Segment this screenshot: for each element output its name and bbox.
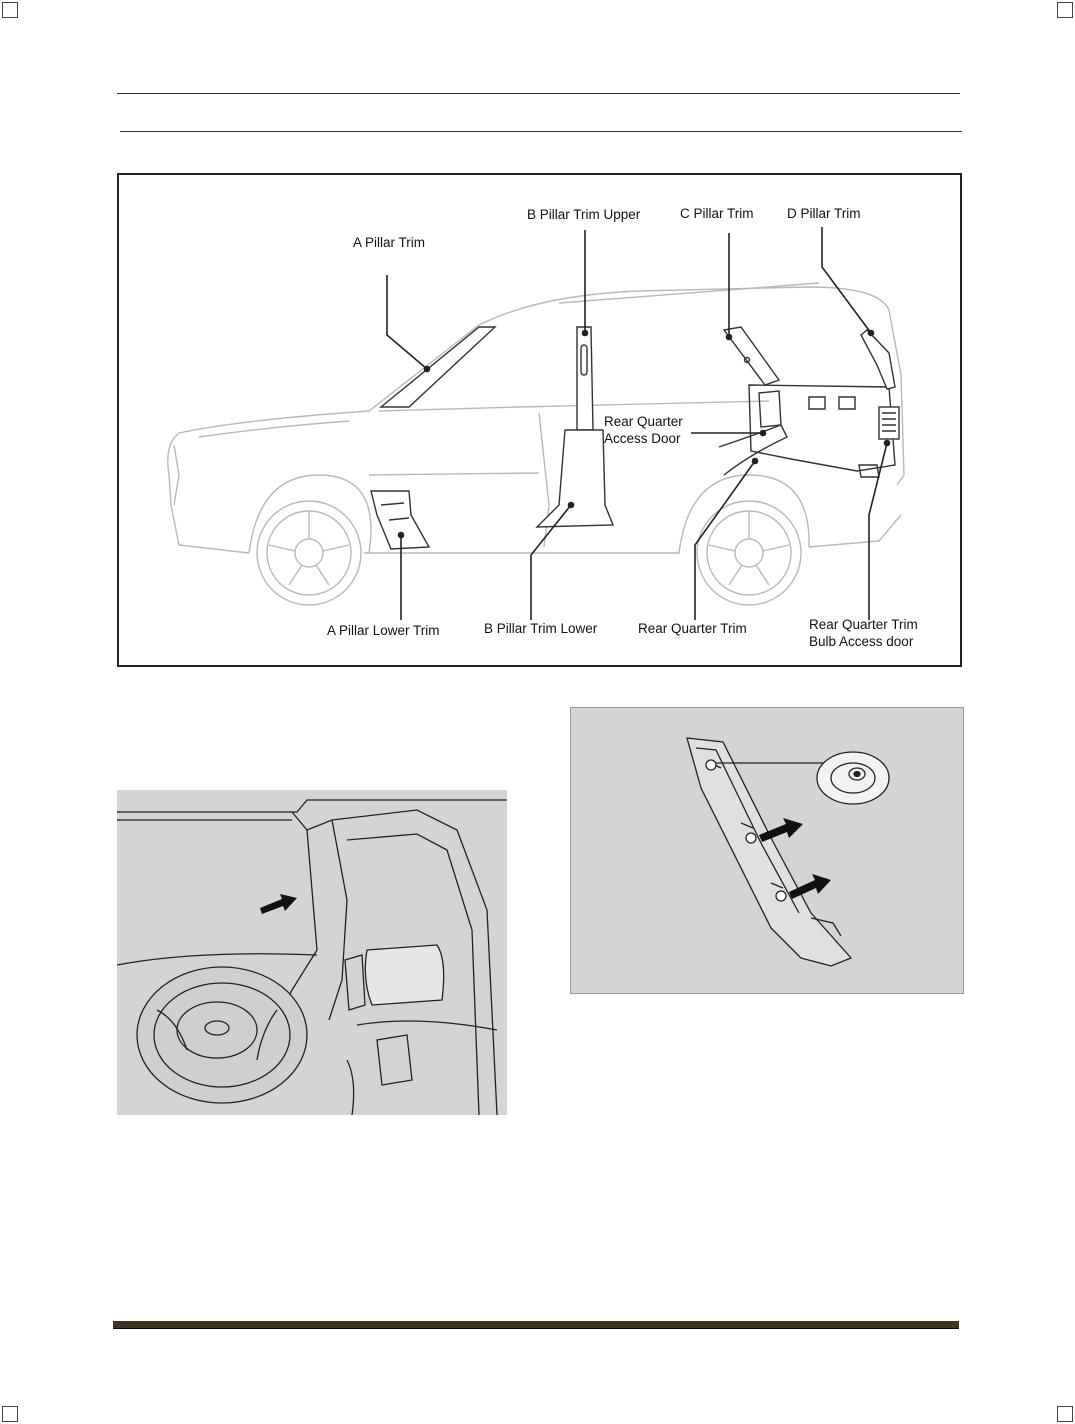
vehicle-side-illustration [167, 227, 905, 620]
label-rear-quarter-access-door-line2: Access Door [604, 431, 681, 446]
label-c-pillar-trim: C Pillar Trim [680, 206, 754, 221]
arrow-icon [759, 818, 803, 842]
label-b-pillar-trim-lower: B Pillar Trim Lower [484, 621, 598, 636]
a-pillar-interior-figure [117, 790, 507, 1115]
header-rule-top [117, 93, 960, 94]
label-b-pillar-trim-upper: B Pillar Trim Upper [527, 207, 641, 222]
label-rear-quarter-access-door-line1: Rear Quarter [604, 414, 683, 429]
header-rule-bottom [120, 131, 962, 132]
crop-mark-top-right [1057, 2, 1073, 18]
a-pillar-clip-figure [570, 707, 964, 994]
pillar-trim-diagram: A Pillar Trim B Pillar Trim Upper C Pill… [117, 173, 962, 667]
crop-mark-bottom-right [1057, 1406, 1073, 1422]
crop-mark-top-left [2, 2, 18, 18]
label-a-pillar-trim: A Pillar Trim [353, 235, 426, 250]
label-rear-quarter-trim: Rear Quarter Trim [638, 621, 747, 636]
label-bulb-access-door-line1: Rear Quarter Trim [809, 617, 918, 632]
label-d-pillar-trim: D Pillar Trim [787, 206, 861, 221]
label-a-pillar-lower-trim: A Pillar Lower Trim [327, 623, 440, 638]
a-pillar-interior-illustration [117, 799, 507, 1115]
footer-rule [113, 1321, 959, 1329]
a-pillar-clip-illustration [686, 737, 890, 967]
arrow-icon [789, 874, 831, 899]
label-bulb-access-door-line2: Bulb Access door [809, 634, 914, 649]
crop-mark-bottom-left [2, 1406, 18, 1422]
arrow-icon [260, 894, 297, 914]
